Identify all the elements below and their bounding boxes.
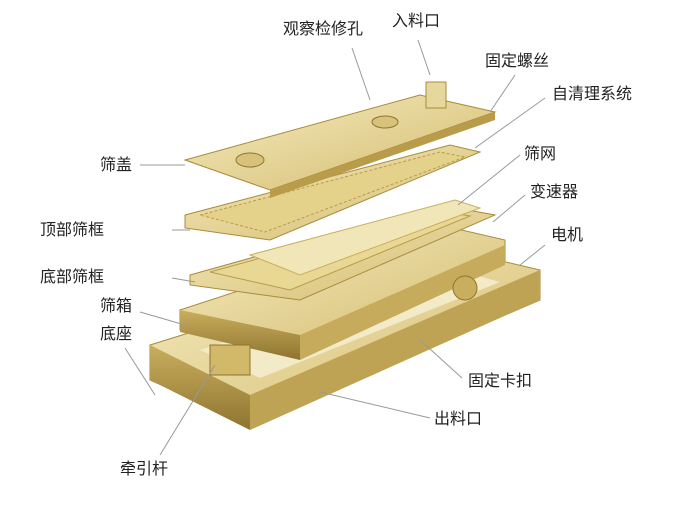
label-inlet: 入料口 xyxy=(392,11,441,30)
label-self-cleaning: 自清理系统 xyxy=(552,84,633,103)
screen-mesh xyxy=(248,199,482,276)
label-inspection-hole: 观察检修孔 xyxy=(283,19,364,38)
label-screen-box: 筛箱 xyxy=(100,296,133,315)
leader-lines xyxy=(124,39,546,456)
label-base: 底座 xyxy=(100,324,133,343)
label-screen-cover: 筛盖 xyxy=(100,155,133,174)
label-screen-mesh: 筛网 xyxy=(524,144,557,163)
label-tow-bar: 牵引杆 xyxy=(120,459,169,478)
label-gearbox: 变速器 xyxy=(530,182,579,201)
top-frame xyxy=(184,144,482,241)
label-motor: 电机 xyxy=(551,225,584,244)
screen-cover xyxy=(183,81,497,198)
label-outlet: 出料口 xyxy=(434,409,483,428)
motor-shape xyxy=(452,275,478,301)
label-fixing-clip: 固定卡扣 xyxy=(468,371,533,390)
screen-box xyxy=(179,224,506,376)
label-top-frame: 顶部筛框 xyxy=(40,220,105,239)
inlet-shape xyxy=(425,81,447,109)
outlet-shape xyxy=(209,344,251,376)
label-fixing-screw: 固定螺丝 xyxy=(485,51,550,70)
label-bottom-frame: 底部筛框 xyxy=(40,267,105,286)
